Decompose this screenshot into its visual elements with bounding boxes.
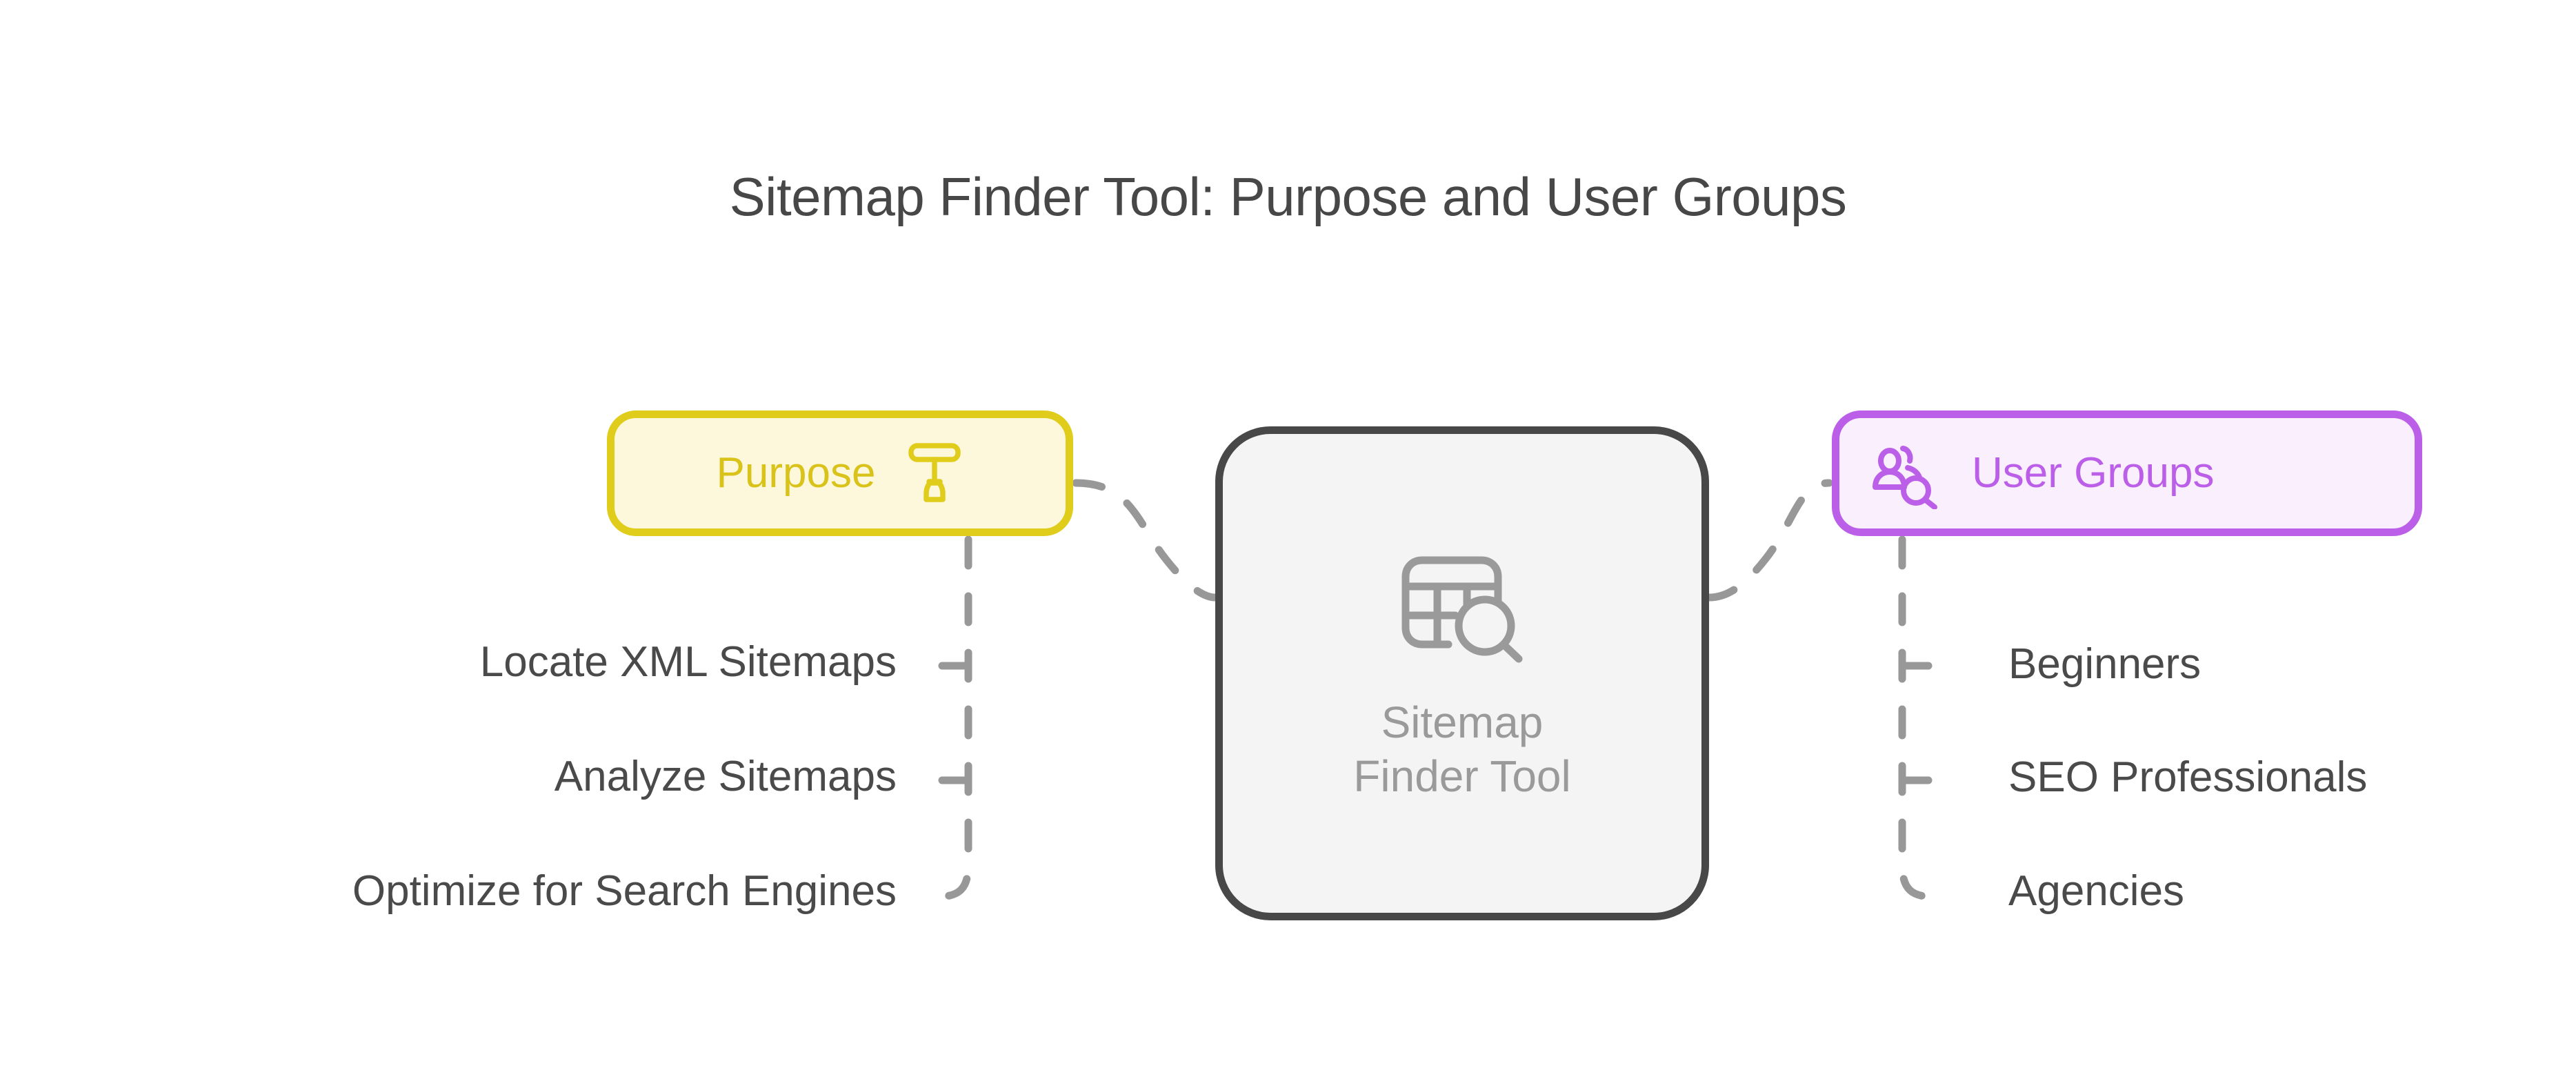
page-title: Sitemap Finder Tool: Purpose and User Gr… (729, 166, 1847, 227)
center-node-label: Sitemap Finder Tool (1353, 695, 1570, 803)
leaf-label-locate-xml-sitemaps: Locate XML Sitemaps (479, 638, 897, 686)
leaf-label-optimize-for-search-engines: Optimize for Search Engines (352, 867, 897, 915)
branch-node-user-groups[interactable]: User Groups (1832, 411, 2422, 536)
center-node-label-line1: Sitemap (1381, 697, 1544, 747)
plunger-tool-icon (908, 443, 961, 502)
branch-label-user-groups: User Groups (1972, 449, 2215, 497)
branch-label-purpose: Purpose (716, 449, 876, 497)
connector-usergroups-spine (1898, 535, 1939, 901)
users-search-icon (1873, 446, 1937, 509)
branch-node-purpose[interactable]: Purpose (607, 411, 1073, 536)
leaf-label-seo-professionals: SEO Professionals (2008, 753, 2368, 801)
connector-center-to-usergroups (1705, 479, 1833, 602)
table-search-icon (1401, 556, 1523, 663)
connector-purpose-spine (931, 535, 972, 901)
center-node[interactable]: Sitemap Finder Tool (1215, 426, 1709, 920)
leaf-label-analyze-sitemaps: Analyze Sitemaps (554, 753, 897, 800)
leaf-label-beginners: Beginners (2008, 640, 2201, 688)
center-node-label-line2: Finder Tool (1353, 751, 1571, 801)
connector-purpose-to-center (1072, 479, 1219, 602)
leaf-label-agencies: Agencies (2008, 867, 2185, 915)
